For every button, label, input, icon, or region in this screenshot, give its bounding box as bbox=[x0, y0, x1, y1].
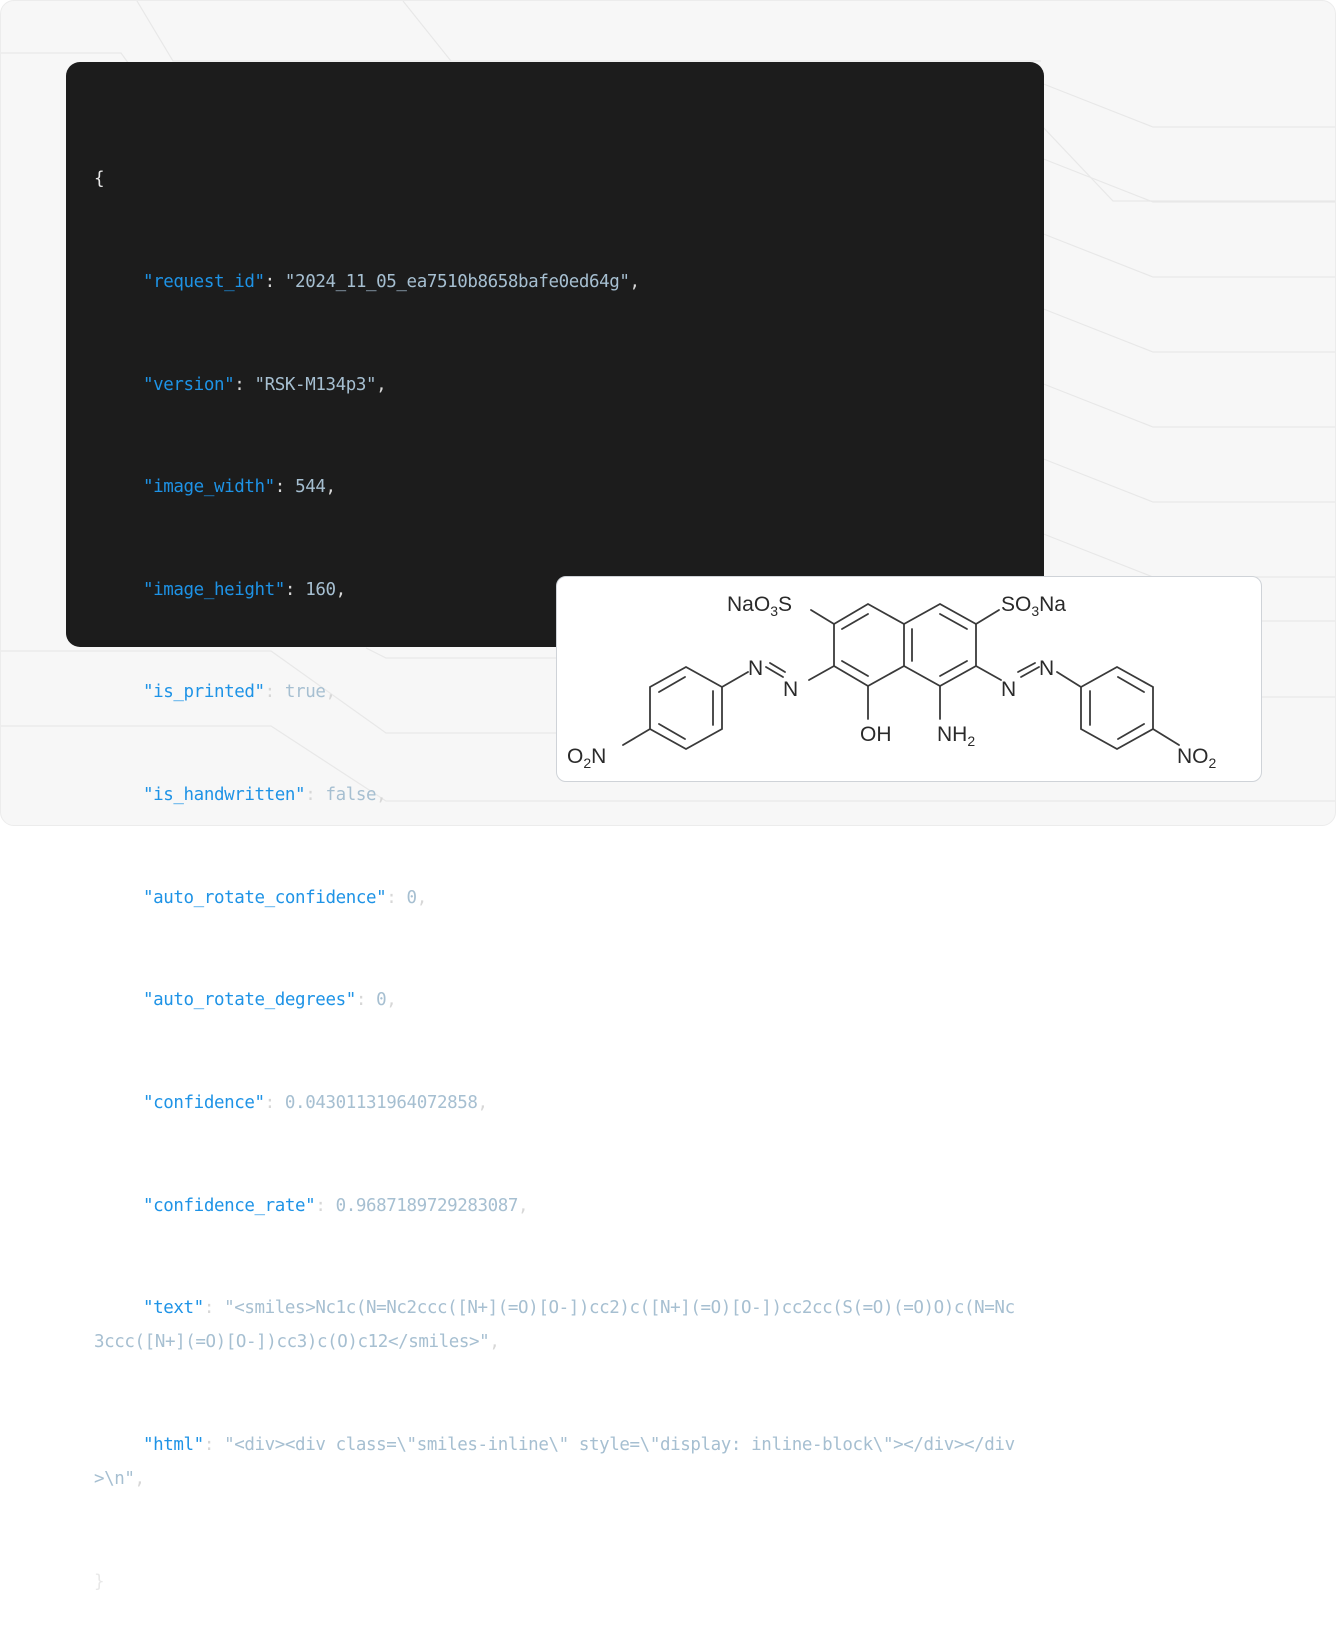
json-response-panel: { "request_id": "2024_11_05_ea7510b8658b… bbox=[66, 62, 1044, 1592]
key-is-printed: "is_printed" bbox=[143, 682, 265, 703]
label-oh: OH bbox=[860, 723, 892, 746]
label-so3na: SO3Na bbox=[1001, 593, 1066, 619]
key-auto-rotate-confidence: "auto_rotate_confidence" bbox=[143, 887, 387, 908]
key-image-width: "image_width" bbox=[143, 477, 275, 498]
line-text: "text": "<smiles>Nc1c(N=Nc2ccc([N+](=O)[… bbox=[94, 1298, 1015, 1353]
value-request-id: "2024_11_05_ea7510b8658bafe0ed64g" bbox=[284, 272, 630, 293]
value-text: "<smiles>Nc1c(N=Nc2ccc([N+](=O)[O-])cc2)… bbox=[94, 1298, 1015, 1353]
line-image-height: "image_height": 160, bbox=[143, 579, 346, 600]
chemical-structure-image: NaO3S SO3Na OH NH2 N N N N O2N NO2 bbox=[567, 593, 1217, 771]
label-no2: NO2 bbox=[1177, 745, 1217, 771]
value-is-printed: true bbox=[284, 682, 326, 703]
label-naO3S: NaO3S bbox=[727, 593, 792, 619]
value-html: "<div><div class=\"smiles-inline\" style… bbox=[94, 1434, 1015, 1490]
close-brace: } bbox=[94, 1571, 105, 1592]
label-o2n: O2N bbox=[567, 745, 606, 771]
value-image-width: 544 bbox=[295, 477, 326, 498]
key-image-height: "image_height" bbox=[143, 579, 285, 600]
label-azo-n4: N bbox=[1039, 657, 1054, 680]
key-auto-rotate-degrees: "auto_rotate_degrees" bbox=[143, 990, 356, 1011]
key-html: "html" bbox=[143, 1434, 204, 1455]
value-is-handwritten: false bbox=[325, 785, 377, 806]
line-request-id: "request_id": "2024_11_05_ea7510b8658baf… bbox=[143, 272, 640, 293]
open-brace: { bbox=[94, 169, 105, 190]
label-nh2: NH2 bbox=[937, 723, 975, 749]
value-version: "RSK-M134p3" bbox=[254, 374, 377, 395]
json-code-block: { "request_id": "2024_11_05_ea7510b8658b… bbox=[94, 94, 1016, 1652]
line-is-handwritten: "is_handwritten": false, bbox=[143, 785, 387, 806]
value-auto-rotate-confidence: 0 bbox=[406, 887, 418, 908]
key-confidence: "confidence" bbox=[143, 1092, 265, 1113]
value-confidence-rate: 0.9687189729283087 bbox=[335, 1195, 519, 1216]
label-azo-n1: N bbox=[748, 657, 763, 680]
key-is-handwritten: "is_handwritten" bbox=[143, 785, 306, 806]
line-html: "html": "<div><div class=\"smiles-inline… bbox=[94, 1434, 1015, 1490]
label-azo-n2: N bbox=[783, 678, 798, 701]
value-auto-rotate-degrees: 0 bbox=[376, 990, 387, 1011]
line-confidence-rate: "confidence_rate": 0.9687189729283087, bbox=[143, 1195, 529, 1216]
line-confidence: "confidence": 0.04301131964072858, bbox=[143, 1092, 488, 1113]
line-auto-rotate-degrees: "auto_rotate_degrees": 0, bbox=[143, 990, 397, 1011]
label-azo-n3: N bbox=[1001, 678, 1016, 701]
line-version: "version": "RSK-M134p3", bbox=[143, 374, 387, 395]
value-image-height: 160 bbox=[305, 579, 336, 600]
key-confidence-rate: "confidence_rate" bbox=[143, 1195, 316, 1216]
line-image-width: "image_width": 544, bbox=[143, 477, 336, 498]
key-text: "text" bbox=[143, 1298, 204, 1319]
source-image-card: NaO3S SO3Na OH NH2 N N N N O2N NO2 bbox=[556, 576, 1262, 782]
value-confidence: 0.04301131964072858 bbox=[284, 1092, 478, 1113]
line-is-printed: "is_printed": true, bbox=[143, 682, 336, 703]
line-auto-rotate-confidence: "auto_rotate_confidence": 0, bbox=[143, 887, 427, 908]
key-request-id: "request_id" bbox=[143, 272, 265, 293]
key-version: "version" bbox=[143, 374, 235, 395]
